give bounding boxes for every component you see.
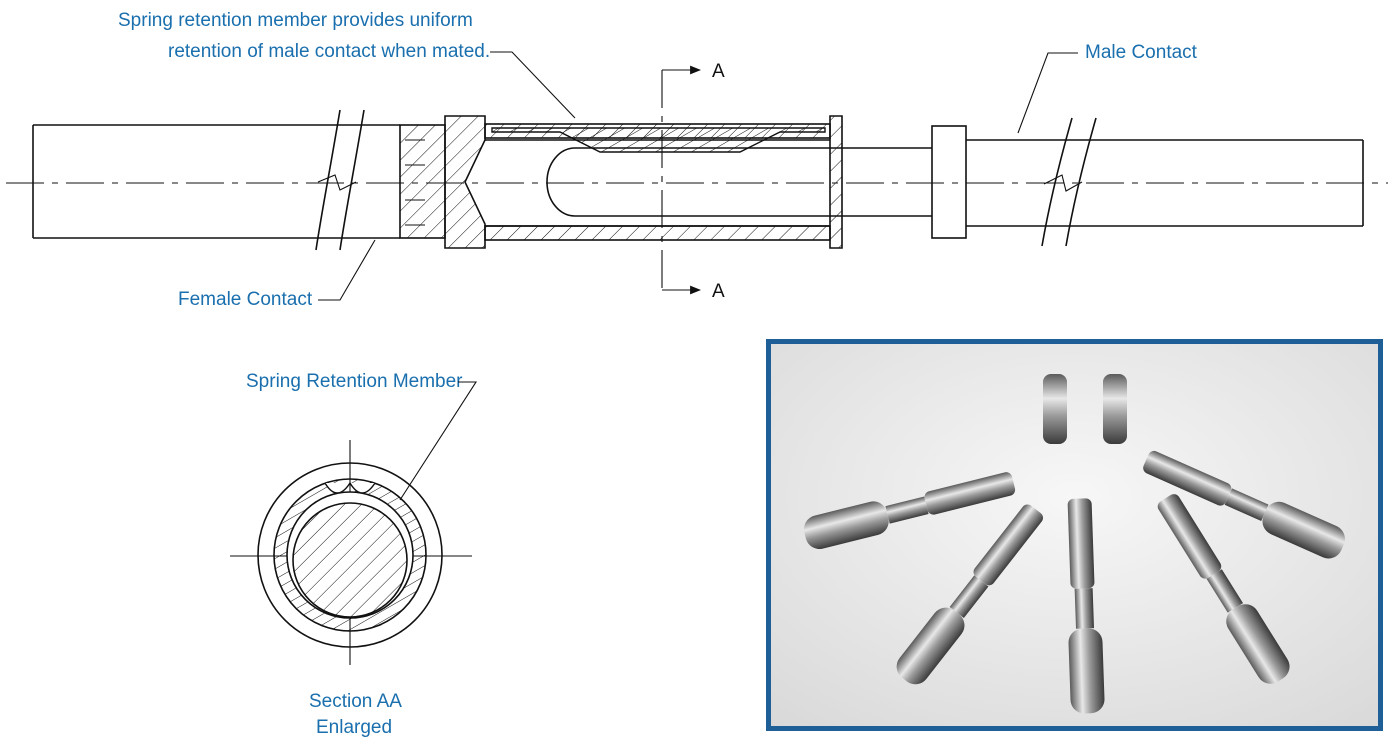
spring-sleeve-left	[1043, 374, 1067, 444]
female-contact-callout: Female Contact	[178, 239, 376, 310]
male-contact-pin	[546, 147, 932, 217]
contact-lower-right	[1157, 494, 1290, 684]
product-photo-frame	[766, 339, 1383, 731]
spring-retention-member-label: Spring Retention Member	[246, 371, 463, 392]
product-photo	[771, 344, 1378, 726]
section-cut-line: A A	[661, 61, 725, 302]
female-contact-body	[32, 109, 400, 251]
contact-center	[1067, 498, 1105, 714]
section-caption-line1: Section AA	[309, 691, 402, 712]
female-contact-label: Female Contact	[178, 289, 313, 310]
male-contact-body	[931, 117, 1364, 247]
spring-member-caption-line2: retention of male contact when mated.	[168, 41, 490, 62]
spring-sleeve-right	[1103, 374, 1127, 444]
contact-left	[803, 472, 1016, 550]
spring-member-caption-line1: Spring retention member provides uniform	[118, 10, 473, 31]
spring-member-callout: Spring retention member provides uniform…	[118, 10, 576, 119]
section-aa-view: Spring Retention Member Section AA Enlar…	[230, 371, 478, 738]
longitudinal-section-view: A A	[6, 61, 1388, 302]
contact-lower-left	[896, 504, 1044, 685]
spring-retention-member	[491, 127, 826, 153]
section-caption-line2: Enlarged	[316, 717, 392, 738]
female-contact-crimp-end	[399, 124, 446, 239]
male-contact-callout: Male Contact	[1017, 42, 1198, 134]
section-marker-bottom: A	[712, 281, 725, 302]
section-marker-top: A	[712, 61, 725, 82]
contact-right	[1143, 450, 1345, 559]
male-contact-label: Male Contact	[1085, 42, 1198, 63]
